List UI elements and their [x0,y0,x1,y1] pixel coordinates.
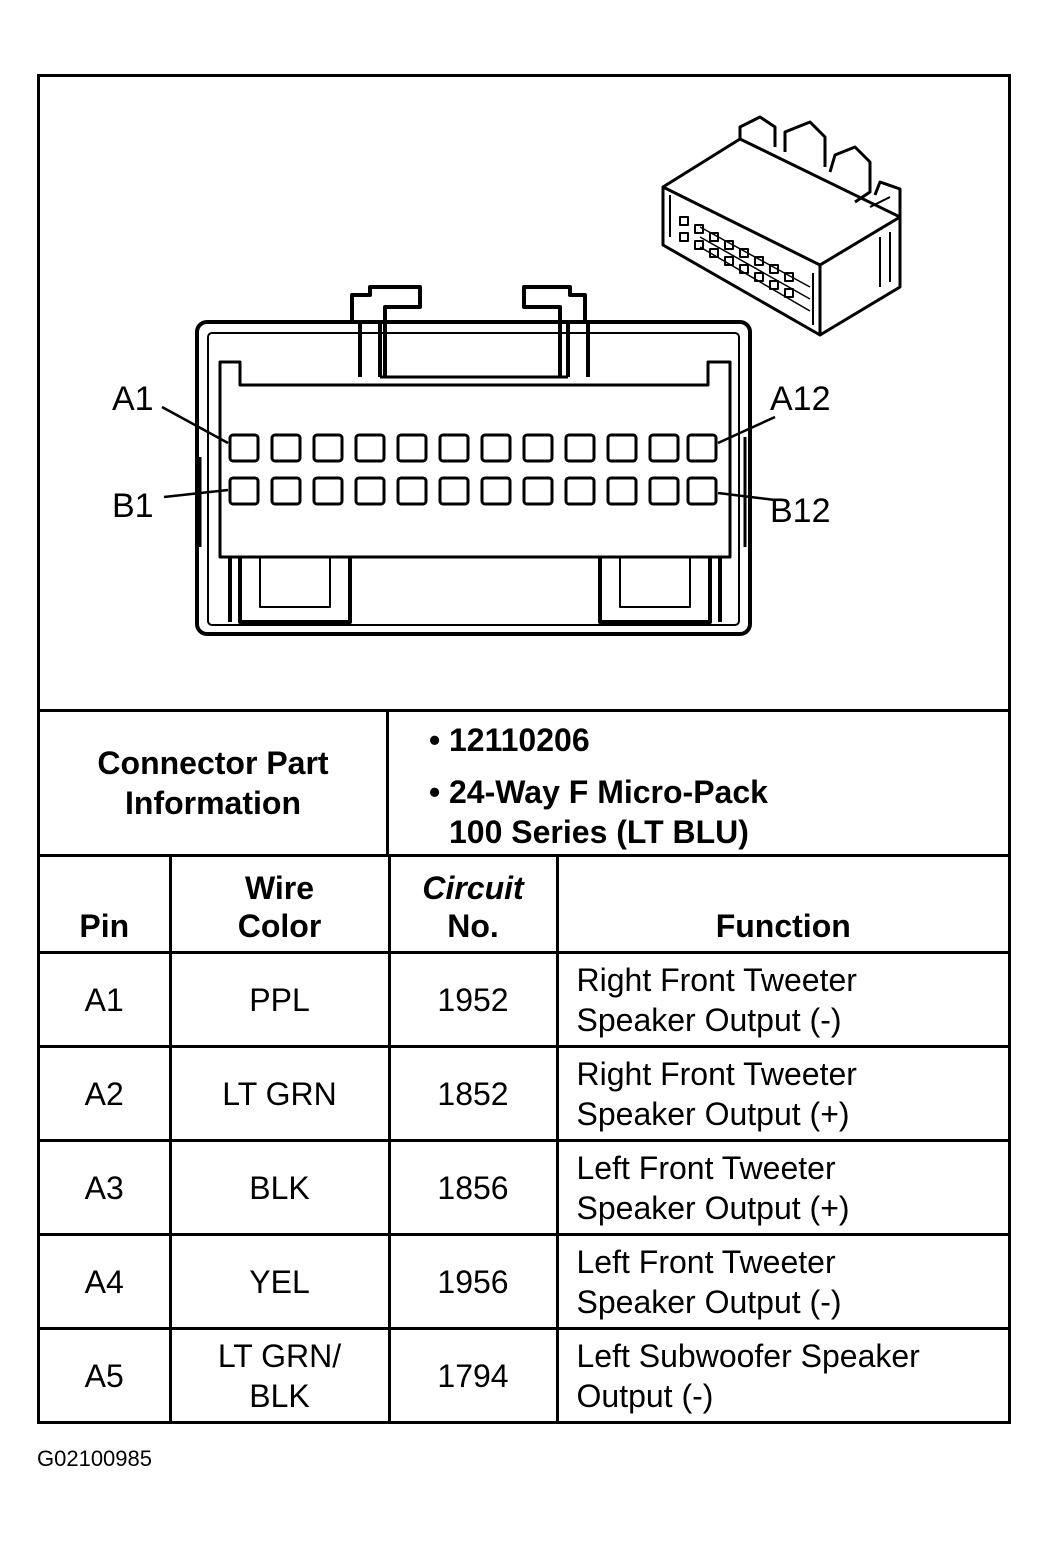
pin-cell: A4 [40,1233,172,1330]
pin-cell: A2 [40,1045,172,1142]
figure-id: G02100985 [37,1446,152,1471]
connector-part-label: Connector Part Information [40,712,389,854]
pin-row-b [228,476,718,506]
circuit-cell: 1952 [387,951,559,1048]
circuit-cell: 1856 [387,1139,559,1236]
bullet-icon: • [429,722,441,758]
part-number-item: • 12110206 [429,720,590,760]
description-item: • 24-Way F Micro-Pack 100 Series (LT BLU… [429,772,768,852]
connector-part-details: • 12110206 • 24-Way F Micro-Pack 100 Ser… [389,712,1008,854]
wire-color-cell: YEL [168,1233,391,1330]
wire-color-cell: PPL [168,951,391,1048]
pin-cell: A3 [40,1139,172,1236]
leader-lines [161,405,776,502]
description-line-2: 100 Series (LT BLU) [449,814,749,850]
circuit-cell: 1794 [387,1327,559,1421]
pin-label-b1: B1 [112,487,154,525]
diagram-frame: A1 B1 A12 B12 [37,74,1011,1424]
wire-color-cell: LT GRN/BLK [168,1327,391,1421]
connector-diagram: A1 B1 A12 B12 [40,77,1008,709]
header-pin: Pin [40,854,172,954]
connector-part-information: Connector Part Information • 12110206 • … [40,709,1008,857]
pin-cell: A1 [40,951,172,1048]
pin-label-b12: B12 [770,492,831,530]
part-number: 12110206 [449,722,590,758]
table-row: A5 LT GRN/BLK 1794 Left Subwoofer Speake… [40,1327,1008,1421]
circuit-cell: 1956 [387,1233,559,1330]
pin-label-a1: A1 [112,380,154,418]
header-function: Function [555,854,1008,954]
pin-label-a12: A12 [770,380,831,418]
circuit-cell: 1852 [387,1045,559,1142]
connector-isometric-view [661,115,902,337]
pin-row-a [228,433,718,463]
connector-face [195,285,752,636]
wire-color-cell: BLK [168,1139,391,1236]
pin-cell: A5 [40,1327,172,1421]
wire-color-cell: LT GRN [168,1045,391,1142]
bullet-icon: • [429,774,441,810]
description-line-1: 24-Way F Micro-Pack [449,774,768,810]
